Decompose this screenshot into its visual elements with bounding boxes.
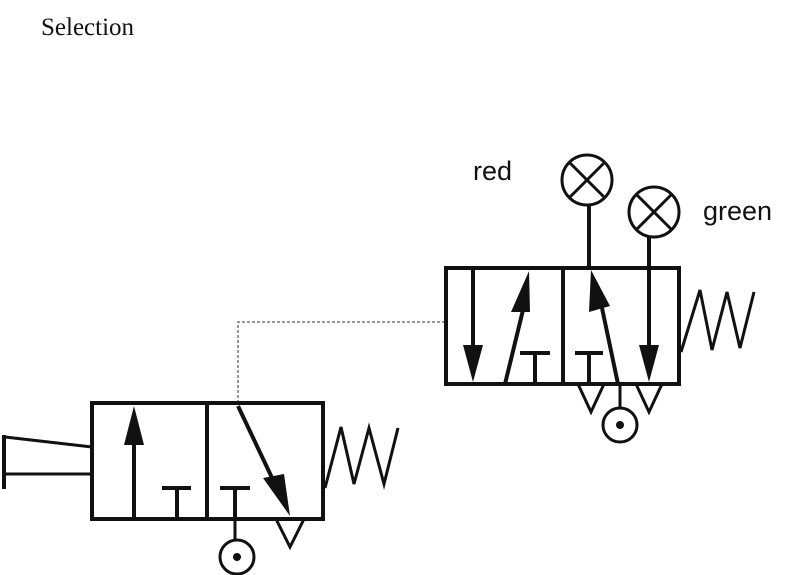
blocked-port-icon <box>162 486 191 519</box>
pilot-line <box>237 321 445 403</box>
exhaust-icon <box>575 382 607 416</box>
blocked-port-icon <box>220 486 250 519</box>
label-green: green <box>703 196 773 226</box>
exhaust-icon <box>273 517 307 551</box>
spring-icon <box>323 422 400 490</box>
push-button-icon <box>2 435 93 489</box>
label-red: red <box>473 156 513 186</box>
spring-icon <box>679 289 756 353</box>
blocked-port-icon <box>520 351 550 384</box>
arrow-down-diagonal-icon <box>236 405 290 516</box>
lamp-green-icon <box>627 185 681 268</box>
valve-upper <box>444 236 756 444</box>
arrow-up-diagonal-icon <box>589 270 620 385</box>
arrow-up-icon <box>124 406 144 519</box>
arrow-down-icon <box>463 268 483 382</box>
arrow-up-diagonal-icon <box>503 271 530 385</box>
exhaust-icon <box>633 382 665 416</box>
lamp-red-icon <box>560 153 614 268</box>
pressure-source-icon <box>601 406 639 444</box>
valve-lower <box>2 401 400 575</box>
page-title: Selection <box>41 14 135 41</box>
pressure-source-icon <box>218 538 256 575</box>
blocked-port-icon <box>575 351 603 384</box>
